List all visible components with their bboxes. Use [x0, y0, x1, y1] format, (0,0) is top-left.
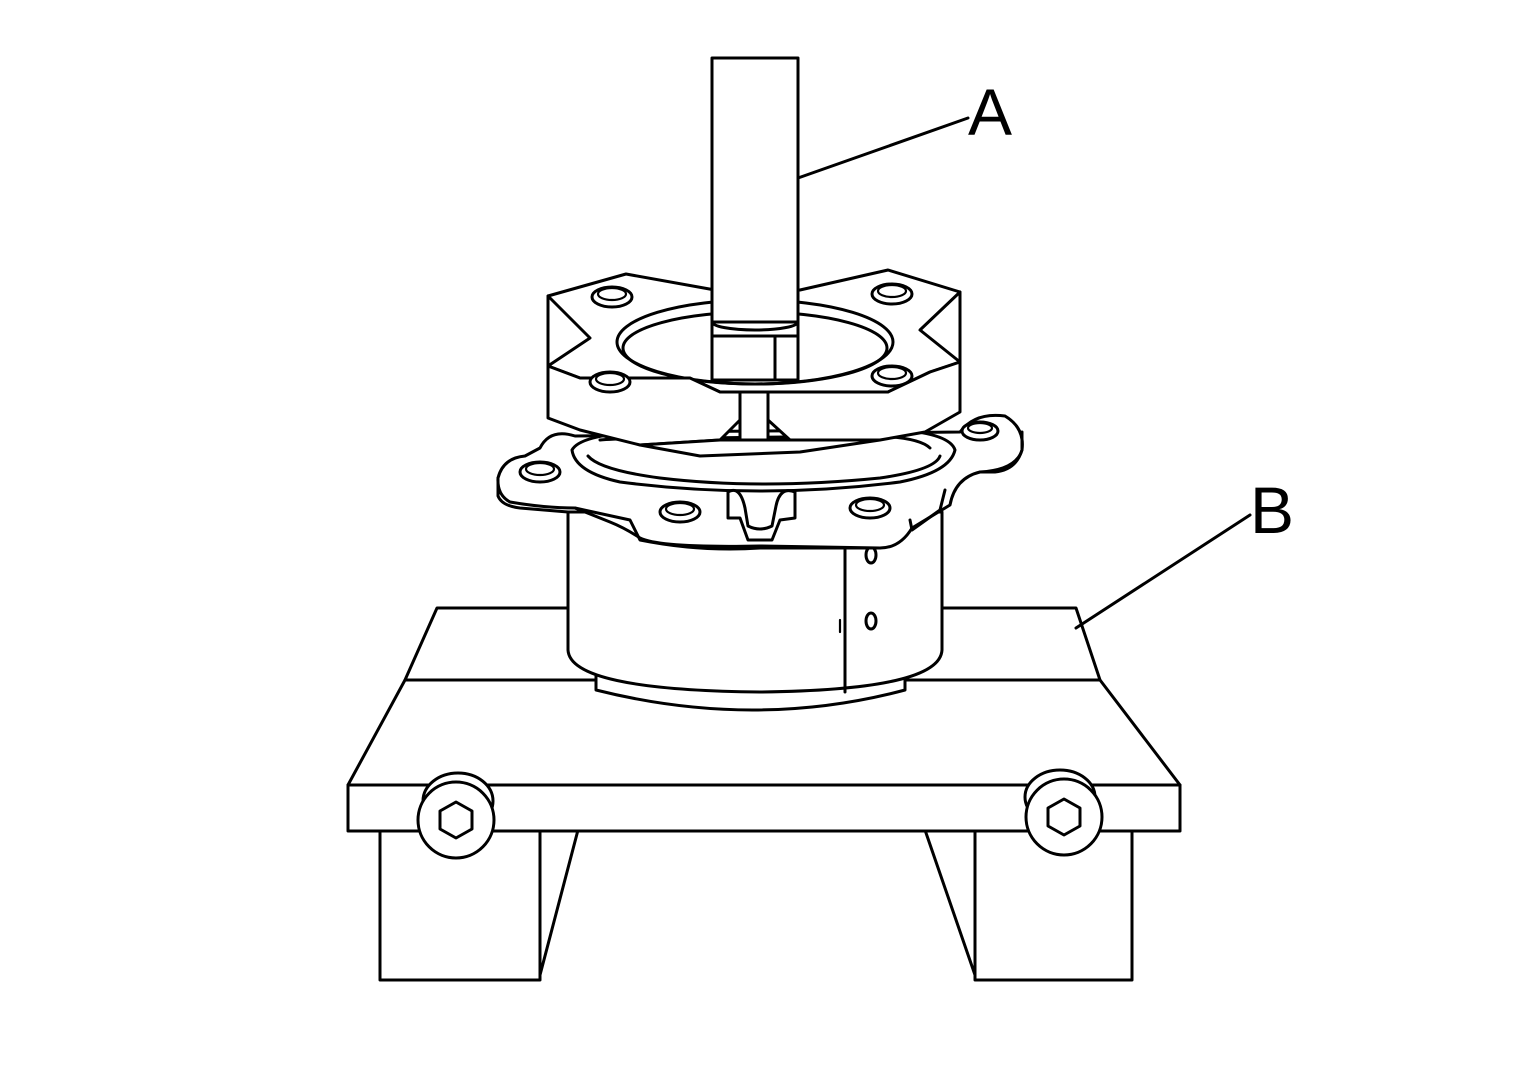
leader-line-a: [796, 116, 970, 180]
press-ram: [710, 56, 800, 382]
bolt-right: [1023, 768, 1104, 857]
hub-bearing: [566, 510, 944, 712]
bolt-left: [416, 771, 496, 860]
support-leg-left: [378, 828, 580, 982]
press-adapter: [546, 268, 962, 458]
callout-label-a: A: [968, 75, 1012, 149]
leader-line-b: [1074, 513, 1252, 630]
support-leg-right: [923, 828, 1134, 982]
callout-label-b: B: [1250, 473, 1294, 547]
